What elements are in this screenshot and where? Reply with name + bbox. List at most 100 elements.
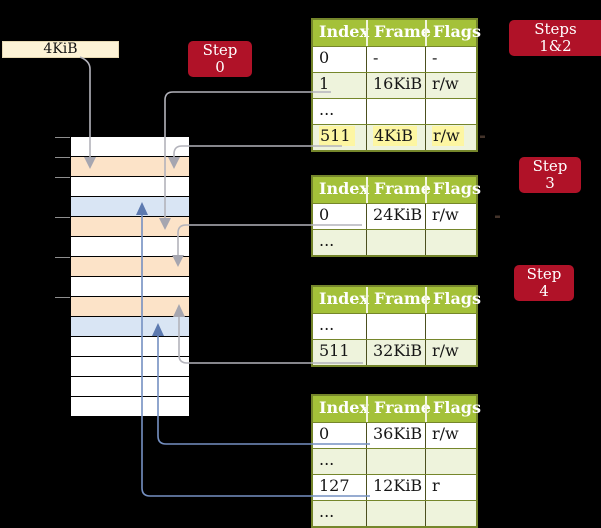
index-cell: 1: [319, 74, 330, 93]
flags-cell: r/w: [425, 423, 476, 448]
frame-cell: 12KiB: [366, 475, 425, 500]
column-header-index: Index: [319, 179, 370, 198]
index-cell: 127: [319, 476, 350, 495]
page-table-1: Index Frame Flags 0 - - 1 16KiB r/w ... …: [311, 18, 481, 152]
memory-frame-row-white: [71, 237, 189, 257]
flags-cell: [425, 449, 476, 474]
page-table-3: Index Frame Flags ... 511 32KiB r/w: [311, 285, 481, 367]
index-cell: 511: [319, 341, 350, 360]
column-header-flags: Flags: [425, 177, 481, 203]
memory-frame-row-orange: [71, 297, 189, 317]
highlight: 4KiB: [373, 126, 418, 146]
column-header-frame: Frame: [366, 20, 431, 46]
page-table-4: Index Frame Flags 0 36KiB r/w ... 127 12…: [311, 394, 481, 528]
table-header-row: Index Frame Flags: [313, 287, 481, 313]
table-row: 0 36KiB r/w: [313, 422, 476, 448]
index-cell: ...: [319, 450, 335, 469]
table-row: 127 12KiB r: [313, 474, 476, 500]
flags-cell: r/w: [425, 340, 476, 365]
flags-cell: [425, 501, 476, 526]
row-marker-stub: [480, 135, 485, 138]
column-header-index: Index: [319, 398, 370, 417]
index-cell: 511: [313, 125, 366, 150]
memory-frame-row-orange: [71, 157, 189, 177]
physical-memory-stack: [70, 136, 190, 417]
column-header-flags: Flags: [425, 396, 481, 422]
highlight: r/w: [432, 126, 464, 146]
column-header-flags: Flags: [425, 20, 481, 46]
column-header-frame: Frame: [366, 396, 431, 422]
frame-size-label: 4KiB: [43, 41, 78, 57]
row-marker-stub: [495, 215, 500, 218]
frame-cell: -: [366, 47, 425, 72]
memory-frame-row-white: [71, 337, 189, 357]
frame-size-box: 4KiB: [2, 41, 119, 58]
frame-cell: [366, 99, 425, 124]
memory-frame-row-white: [71, 357, 189, 377]
frame-cell: [366, 449, 425, 474]
frame-cell: [366, 230, 425, 255]
memory-frame-row-white: [71, 137, 189, 157]
badge-step-4: Step 4: [514, 265, 574, 301]
index-cell: 0: [319, 424, 330, 443]
page-table-2: Index Frame Flags 0 24KiB r/w ...: [311, 175, 481, 257]
table-row: ...: [313, 448, 476, 474]
memory-frame-row-blue: [71, 197, 189, 217]
memory-frame-row-white: [71, 377, 189, 397]
flags-cell: -: [425, 47, 476, 72]
column-header-flags: Flags: [425, 287, 481, 313]
frame-cell: 36KiB: [366, 423, 425, 448]
memory-frame-row-blue: [71, 317, 189, 337]
column-header-frame: Frame: [366, 287, 431, 313]
memory-tick: [55, 157, 70, 158]
memory-frame-row-orange: [71, 257, 189, 277]
frame-cell: 24KiB: [366, 204, 425, 229]
badge-step-0: Step 0: [188, 41, 252, 77]
index-cell: ...: [319, 100, 335, 119]
memory-frame-row-orange: [71, 217, 189, 237]
flags-cell: [425, 314, 476, 339]
flags-cell: r/w: [425, 204, 476, 229]
table-row: 0 24KiB r/w: [313, 203, 476, 229]
frame-cell: 4KiB: [366, 125, 425, 150]
table-row: 0 - -: [313, 46, 476, 72]
memory-frame-row-white: [71, 177, 189, 197]
table-row: 1 16KiB r/w: [313, 72, 476, 98]
table-header-row: Index Frame Flags: [313, 396, 481, 422]
table-header-row: Index Frame Flags: [313, 177, 481, 203]
index-cell: 0: [319, 205, 330, 224]
table-row: ...: [313, 229, 476, 255]
memory-frame-row-white: [71, 277, 189, 297]
flags-cell: r: [425, 475, 476, 500]
flags-cell: r/w: [425, 125, 476, 150]
frame-cell: 16KiB: [366, 73, 425, 98]
badge-step-3: Step 3: [519, 157, 581, 193]
index-cell: ...: [319, 315, 335, 334]
index-cell: 0: [319, 48, 330, 67]
highlight: 511: [319, 126, 355, 146]
frame-cell: [366, 501, 425, 526]
memory-tick: [55, 177, 70, 178]
table-row: ...: [313, 500, 476, 526]
column-header-index: Index: [319, 289, 370, 308]
flags-cell: r/w: [425, 73, 476, 98]
table-row: ...: [313, 98, 476, 124]
memory-tick: [55, 217, 70, 218]
badge-steps-1-2: Steps 1&2: [509, 20, 601, 56]
column-header-frame: Frame: [366, 177, 431, 203]
memory-tick: [55, 257, 70, 258]
index-cell: ...: [319, 502, 335, 521]
frame-cell: [366, 314, 425, 339]
flags-cell: [425, 99, 476, 124]
memory-tick: [55, 137, 70, 138]
column-header-index: Index: [319, 22, 370, 41]
table-row-highlighted: 511 4KiB r/w: [313, 124, 476, 150]
index-cell: ...: [319, 231, 335, 250]
table-row: ...: [313, 313, 476, 339]
memory-frame-row-white: [71, 397, 189, 416]
flags-cell: [425, 230, 476, 255]
memory-tick: [55, 297, 70, 298]
table-header-row: Index Frame Flags: [313, 20, 481, 46]
table-row: 511 32KiB r/w: [313, 339, 476, 365]
